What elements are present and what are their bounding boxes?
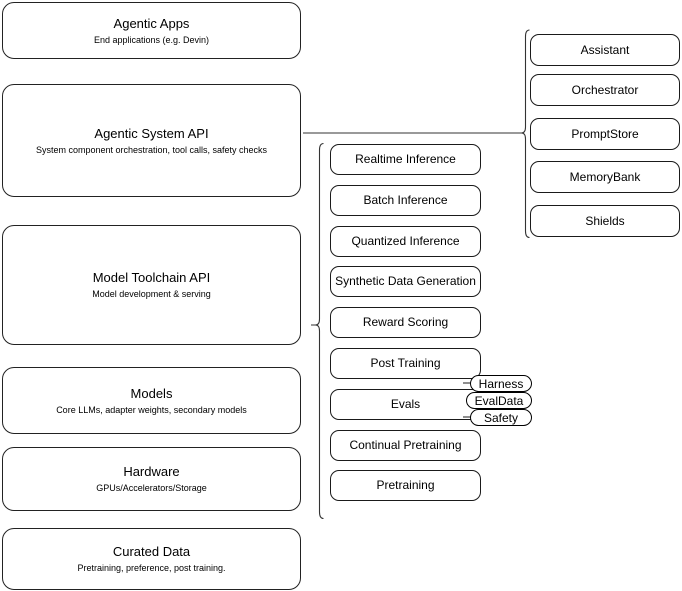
system-component-box-promptstore[interactable]: PromptStore [530, 118, 680, 150]
system-component-box-orchestrator[interactable]: Orchestrator [530, 74, 680, 106]
capability-label: Synthetic Data Generation [335, 274, 476, 288]
layer-subtitle: System component orchestration, tool cal… [35, 144, 268, 155]
layer-subtitle: GPUs/Accelerators/Storage [96, 483, 207, 493]
evals-pill-safety[interactable]: Safety [470, 409, 532, 426]
layer-text-curated-data: Curated Data Pretraining, preference, po… [77, 543, 225, 575]
brace-system-components-lower [517, 132, 530, 239]
system-component-label: MemoryBank [569, 169, 641, 184]
layer-text-model-toolchain-api: Model Toolchain API Model development & … [92, 269, 211, 301]
layer-title: Model Toolchain API [92, 270, 211, 285]
capability-box-pretraining[interactable]: Pretraining [330, 470, 481, 501]
layer-box-agentic-apps[interactable]: Agentic Apps End applications (e.g. Devi… [2, 2, 301, 59]
brace-toolchain-lower [311, 324, 324, 520]
evals-pill-harness[interactable]: Harness [470, 375, 532, 392]
layer-subtitle: Pretraining, preference, post training. [77, 563, 226, 573]
layer-box-models[interactable]: Models Core LLMs, adapter weights, secon… [2, 367, 301, 434]
capability-label: Realtime Inference [355, 152, 456, 166]
capability-box-reward-scoring[interactable]: Reward Scoring [330, 307, 481, 338]
layer-text-models: Models Core LLMs, adapter weights, secon… [56, 385, 247, 417]
capability-label: Quantized Inference [351, 234, 460, 248]
system-component-box-assistant[interactable]: Assistant [530, 34, 680, 66]
layer-text-hardware: Hardware GPUs/Accelerators/Storage [96, 463, 207, 495]
layer-title: Agentic Apps [113, 15, 190, 31]
capability-label: Reward Scoring [362, 315, 449, 329]
capability-box-continual-pretraining[interactable]: Continual Pretraining [330, 430, 481, 461]
capability-label: Post Training [370, 356, 441, 370]
layer-box-model-toolchain-api[interactable]: Model Toolchain API Model development & … [2, 225, 301, 345]
capability-label: Continual Pretraining [349, 438, 462, 452]
capability-box-quantized-inference[interactable]: Quantized Inference [330, 226, 481, 257]
evals-pill-evaldata[interactable]: EvalData [466, 392, 532, 409]
layer-box-curated-data[interactable]: Curated Data Pretraining, preference, po… [2, 528, 301, 590]
system-component-box-memorybank[interactable]: MemoryBank [530, 161, 680, 193]
layer-title: Curated Data [112, 544, 191, 559]
brace-toolchain-upper [311, 142, 324, 326]
layer-title: Hardware [123, 464, 180, 479]
layer-title: Models [130, 385, 173, 401]
capability-box-evals[interactable]: Evals [330, 389, 481, 420]
capability-label: Evals [390, 397, 421, 411]
capability-box-synthetic-data-generation[interactable]: Synthetic Data Generation [330, 266, 481, 297]
brace-system-components-upper [517, 29, 530, 134]
layer-box-hardware[interactable]: Hardware GPUs/Accelerators/Storage [2, 447, 301, 511]
capability-label: Pretraining [376, 478, 435, 492]
layer-subtitle: Core LLMs, adapter weights, secondary mo… [56, 404, 247, 415]
system-component-label: Shields [585, 213, 625, 228]
layer-text-agentic-apps: Agentic Apps End applications (e.g. Devi… [94, 15, 209, 47]
layer-box-agentic-system-api[interactable]: Agentic System API System component orch… [2, 84, 301, 197]
layer-title: Agentic System API [94, 125, 209, 141]
system-component-label: Assistant [580, 42, 630, 57]
capability-box-batch-inference[interactable]: Batch Inference [330, 185, 481, 216]
layer-subtitle: Model development & serving [92, 289, 211, 299]
capability-box-realtime-inference[interactable]: Realtime Inference [330, 144, 481, 175]
evals-pill-label: Safety [483, 410, 519, 425]
evals-pill-label: Harness [478, 376, 524, 391]
layer-text-agentic-system-api: Agentic System API System component orch… [36, 125, 267, 157]
evals-pill-label: EvalData [474, 393, 524, 408]
capability-label: Batch Inference [363, 193, 448, 207]
capability-box-post-training[interactable]: Post Training [330, 348, 481, 379]
system-component-label: PromptStore [571, 126, 639, 141]
layer-subtitle: End applications (e.g. Devin) [93, 34, 210, 45]
system-component-label: Orchestrator [571, 82, 639, 97]
system-component-box-shields[interactable]: Shields [530, 205, 680, 237]
